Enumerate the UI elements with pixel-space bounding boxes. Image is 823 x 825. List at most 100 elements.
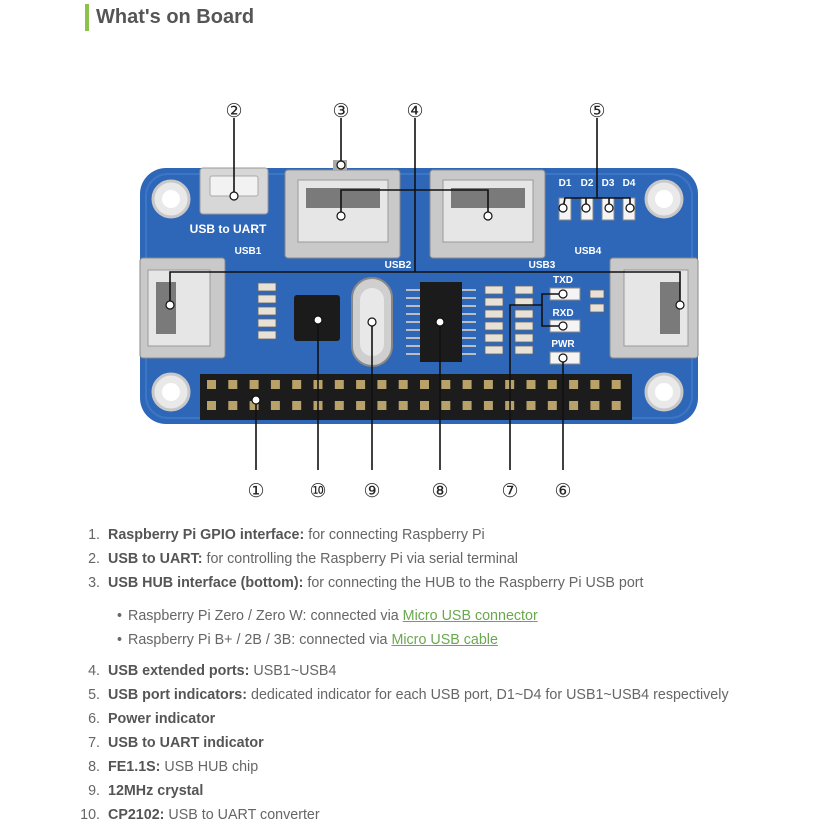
- bullet: •: [116, 632, 122, 648]
- gpio-pin: [441, 380, 451, 389]
- silk-d4: D4: [623, 178, 636, 189]
- section-header: What's on Board: [85, 4, 254, 31]
- item-desc: USB to UART converter: [164, 807, 320, 823]
- gpio-pin: [398, 380, 408, 389]
- item-number: 9.: [88, 783, 100, 799]
- list-item: 10. CP2102: USB to UART converter: [0, 805, 320, 825]
- gpio-pin: [611, 401, 621, 410]
- callout-lines: [169, 118, 681, 470]
- item-desc: USB HUB chip: [160, 759, 259, 775]
- item-number: 8.: [88, 759, 100, 775]
- list-item: 6. Power indicator: [0, 709, 215, 729]
- callout-10: ⑩: [309, 480, 326, 502]
- gpio-pin: [441, 401, 451, 410]
- item-title: USB HUB interface (bottom):: [108, 575, 304, 591]
- gpio-pin: [334, 401, 344, 410]
- gpio-pin: [334, 380, 344, 389]
- item-number: 3.: [88, 575, 100, 591]
- gpio-pin: [249, 401, 259, 410]
- callout-7: ⑦: [501, 480, 518, 502]
- gpio-pin: [249, 380, 259, 389]
- callout-4: ④: [406, 100, 423, 122]
- item-number: 5.: [88, 687, 100, 703]
- list-item: 7. USB to UART indicator: [0, 733, 264, 753]
- silk-usb2: USB2: [385, 260, 412, 271]
- callout-1: ①: [247, 480, 264, 502]
- item-desc: for controlling the Raspberry Pi via ser…: [202, 551, 518, 567]
- gpio-pin: [207, 380, 216, 389]
- gpio-pin: [611, 380, 621, 389]
- item-title: Power indicator: [108, 711, 216, 727]
- item-title: FE1.1S:: [108, 759, 161, 775]
- list-item: 2. USB to UART: for controlling the Raspb…: [0, 549, 518, 569]
- sub-list-item: •Raspberry Pi Zero / Zero W: connected v…: [0, 606, 538, 626]
- item-number: 4.: [88, 663, 100, 679]
- micro-usb-cable-link[interactable]: Micro USB cable: [391, 632, 498, 648]
- list-item: 8. FE1.1S: USB HUB chip: [0, 757, 258, 777]
- mounting-holes: [151, 179, 684, 412]
- callout-9: ⑨: [363, 480, 380, 502]
- gpio-pin: [569, 401, 579, 410]
- board-photo: USB to UART USB1 USB2 USB3 USB4 D1 D2 D3…: [139, 100, 699, 502]
- gpio-pin: [590, 401, 600, 410]
- gpio-pin: [483, 401, 493, 410]
- gpio-pin: [420, 401, 429, 410]
- item-desc: USB1~USB4: [249, 663, 337, 679]
- silk-rxd: RXD: [552, 308, 573, 319]
- gpio-pin: [270, 401, 280, 410]
- silk-usb-to-uart: USB to UART: [190, 222, 267, 236]
- gpio-pin: [377, 401, 387, 410]
- gpio-pin: [292, 380, 302, 389]
- item-number: 1.: [88, 527, 100, 543]
- item-desc: dedicated indicator for each USB port, D…: [247, 687, 729, 703]
- callout-3: ③: [332, 100, 349, 122]
- gpio-pin: [398, 401, 408, 410]
- item-title: USB to UART indicator: [108, 735, 264, 751]
- gpio-pin: [207, 401, 216, 410]
- gpio-header: [200, 374, 632, 420]
- silk-d1: D1: [559, 178, 572, 189]
- item-number: 10.: [80, 807, 100, 823]
- silk-d3: D3: [602, 178, 615, 189]
- callout-2: ②: [225, 100, 242, 122]
- gpio-pin: [526, 380, 536, 389]
- item-title: 12MHz crystal: [108, 783, 204, 799]
- gpio-pin: [547, 401, 557, 410]
- silk-usb3: USB3: [529, 260, 556, 271]
- silk-usb1: USB1: [235, 246, 262, 257]
- item-number: 6.: [88, 711, 100, 727]
- silk-d2: D2: [581, 178, 594, 189]
- gpio-pin: [270, 380, 280, 389]
- gpio-pin: [228, 401, 238, 410]
- silk-pwr: PWR: [551, 339, 575, 350]
- gpio-pin: [483, 380, 493, 389]
- gpio-pin: [526, 401, 536, 410]
- list-item: 5.USB port indicators: dedicated indicat…: [0, 685, 729, 705]
- silk-txd: TXD: [553, 275, 573, 286]
- list-item: 4. USB extended ports: USB1~USB4: [0, 661, 336, 681]
- callout-5: ⑤: [588, 100, 605, 122]
- gpio-pin: [292, 401, 302, 410]
- item-number: 2.: [88, 551, 100, 567]
- sub-item-text: Raspberry Pi B+ / 2B / 3B: connected via: [128, 632, 392, 648]
- gpio-pin: [462, 380, 472, 389]
- silk-usb4: USB4: [575, 246, 602, 257]
- item-title: CP2102:: [108, 807, 165, 823]
- micro-usb-connector-link[interactable]: Micro USB connector: [402, 608, 538, 624]
- bullet: •: [116, 608, 122, 624]
- callout-6: ⑥: [554, 480, 571, 502]
- item-desc: for connecting Raspberry Pi: [304, 527, 485, 543]
- gpio-pin: [547, 380, 557, 389]
- item-title: USB extended ports:: [108, 663, 250, 679]
- sub-list-item: • Raspberry Pi B+ / 2B / 3B: connected vi…: [0, 630, 498, 650]
- list-item: 3. USB HUB interface (bottom): for connec…: [0, 573, 644, 593]
- gpio-pin: [228, 380, 238, 389]
- item-title: USB to UART:: [108, 551, 203, 567]
- gpio-pin: [590, 380, 600, 389]
- gpio-pin: [377, 380, 387, 389]
- list-item: 1.Raspberry Pi GPIO interface: for conne…: [0, 525, 485, 545]
- section-title: What's on Board: [96, 6, 255, 28]
- gpio-pin: [356, 401, 366, 410]
- item-number: 7.: [88, 735, 100, 751]
- item-desc: for connecting the HUB to the Raspberry …: [303, 575, 644, 591]
